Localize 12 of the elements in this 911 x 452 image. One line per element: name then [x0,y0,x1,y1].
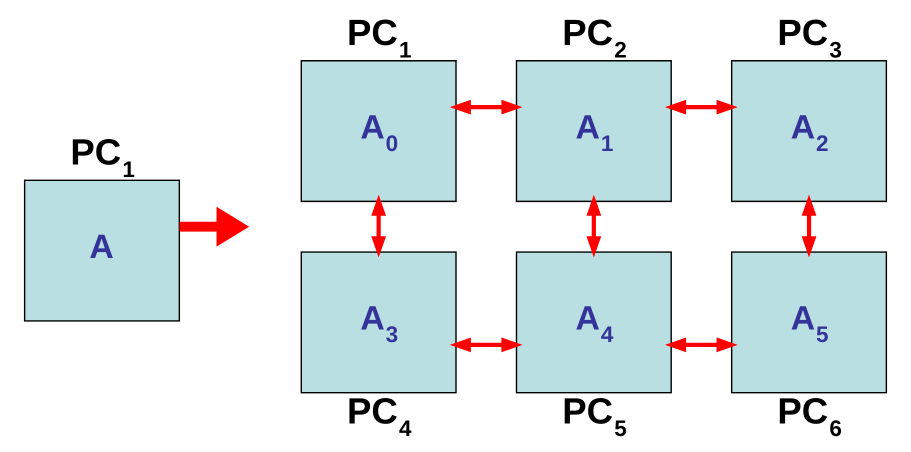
arrow [180,206,250,247]
arrow [450,100,523,115]
arrow [371,194,386,258]
node-label: PC$_{2}$ [562,12,627,62]
arrow [664,337,738,352]
node-label: PC$_{3}$ [777,12,842,62]
arrow [664,100,738,115]
node-label: PC$_{1}$ [347,12,412,62]
arrow [586,194,602,258]
arrow [450,337,523,352]
node-label: PC$_{1}$ [70,132,135,182]
arrow [802,194,816,258]
